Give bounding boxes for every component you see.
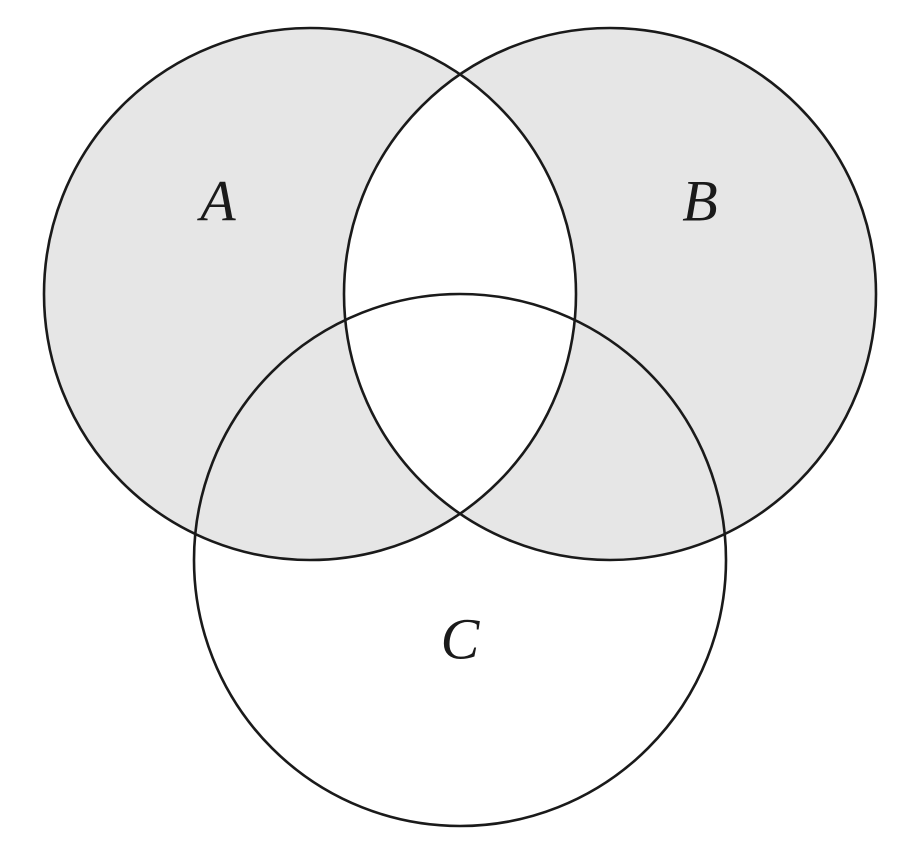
set-label-a: A	[196, 168, 236, 233]
set-label-c: C	[441, 606, 481, 671]
set-circle-a[interactable]	[42, 26, 578, 562]
set-circle-c[interactable]	[192, 292, 728, 828]
set-circle-b[interactable]	[342, 26, 878, 562]
set-label-b: B	[682, 168, 717, 233]
